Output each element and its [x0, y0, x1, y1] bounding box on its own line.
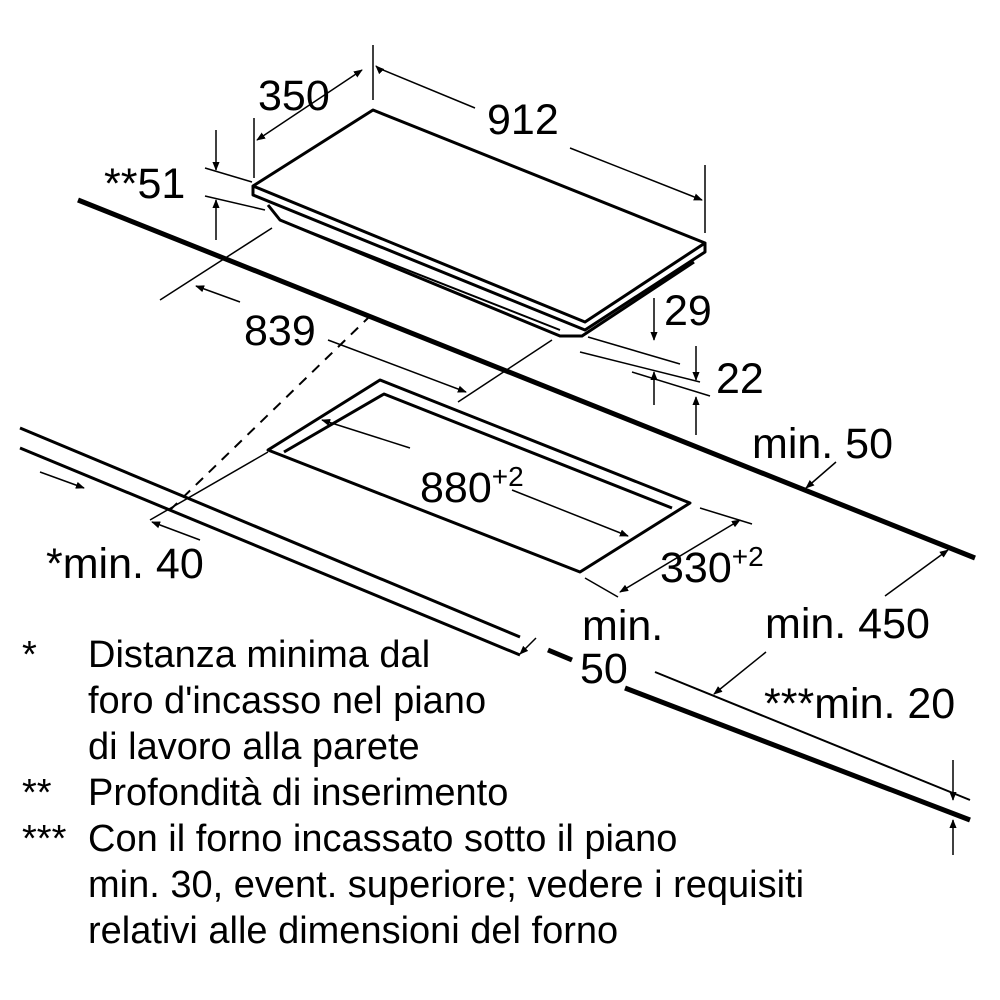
label-rear-clearance: min. 50 — [752, 420, 893, 468]
legend-item: * Distanza minima dal foro d'incasso nel… — [22, 632, 982, 770]
dashed-projection-line — [169, 317, 369, 511]
arrow-880-right — [511, 489, 629, 537]
label-hob-depth: 350 — [258, 72, 330, 120]
label-front-clearance-b: 50 — [580, 645, 628, 693]
arrow-880-left — [321, 419, 411, 449]
arrow-min40-left — [39, 471, 85, 489]
label-hob-width: 912 — [487, 96, 559, 144]
legend-line: min. 30, event. superiore; vedere i requ… — [88, 864, 805, 906]
cutout-width-tolerance: +2 — [492, 461, 524, 492]
label-side-clearance: min. 450 — [765, 600, 930, 648]
arrow-min50-front — [519, 637, 537, 655]
legend-item: ** Profondità di inserimento — [22, 770, 982, 816]
worktop-front-edge-top — [19, 426, 521, 639]
arrow-330 — [619, 519, 741, 593]
label-worktop-thickness: 22 — [716, 355, 764, 403]
legend: * Distanza minima dal foro d'incasso nel… — [22, 632, 982, 954]
arrow-min50-rear — [805, 461, 837, 489]
worktop-front-edge-mid — [19, 446, 521, 657]
arrow-839-right — [327, 339, 467, 393]
legend-line: Distanza minima dal — [88, 634, 431, 676]
arrow-912 — [377, 67, 476, 109]
legend-text: Con il forno incassato sotto il piano mi… — [88, 816, 982, 954]
arrow-350 — [256, 69, 363, 141]
worktop — [19, 197, 976, 823]
legend-item: *** Con il forno incassato sotto il pian… — [22, 816, 982, 954]
cutout — [266, 378, 692, 574]
label-front-clearance-a: min. — [582, 602, 663, 650]
legend-marker: *** — [22, 818, 67, 860]
legend-line: Profondità di inserimento — [88, 772, 509, 814]
label-insertion-depth: **51 — [104, 160, 185, 208]
extension-lines — [149, 45, 753, 598]
label-hob-height: 29 — [664, 287, 712, 335]
hob-body-lower — [279, 219, 561, 331]
cutout-depth-tolerance: +2 — [732, 541, 764, 572]
hob-body — [266, 204, 695, 338]
label-wall-distance: *min. 40 — [46, 540, 204, 588]
hob-top-surface — [251, 108, 707, 324]
arrow-min40-right — [151, 521, 201, 541]
legend-marker: * — [22, 634, 37, 676]
hob-front-edge — [251, 186, 707, 332]
worktop-front-edge-bottom — [624, 685, 971, 823]
arrow-839-left — [195, 285, 241, 303]
worktop-back-edge — [77, 197, 976, 561]
label-oven-clearance: ***min. 20 — [764, 680, 955, 728]
label-frame-width: 839 — [244, 307, 316, 355]
cutout-width-value: 880 — [420, 464, 492, 512]
label-cutout-depth: 330+2 — [660, 541, 764, 592]
legend-marker: ** — [22, 772, 52, 814]
legend-line: di lavoro alla parete — [88, 726, 420, 768]
dimension-labels: 350 912 **51 839 29 22 min. 50 880+2 330… — [46, 72, 955, 728]
label-cutout-width: 880+2 — [420, 461, 524, 512]
legend-text: Profondità di inserimento — [88, 770, 982, 816]
dimension-arrows — [39, 65, 957, 855]
legend-line: relativi alle dimensioni del forno — [88, 910, 619, 952]
legend-text: Distanza minima dal foro d'incasso nel p… — [88, 632, 982, 770]
legend-line: Con il forno incassato sotto il piano — [88, 818, 678, 860]
arrow-min450 — [884, 549, 949, 597]
cutout-depth-value: 330 — [660, 544, 732, 592]
legend-line: foro d'incasso nel piano — [88, 680, 487, 722]
hob — [251, 108, 707, 338]
